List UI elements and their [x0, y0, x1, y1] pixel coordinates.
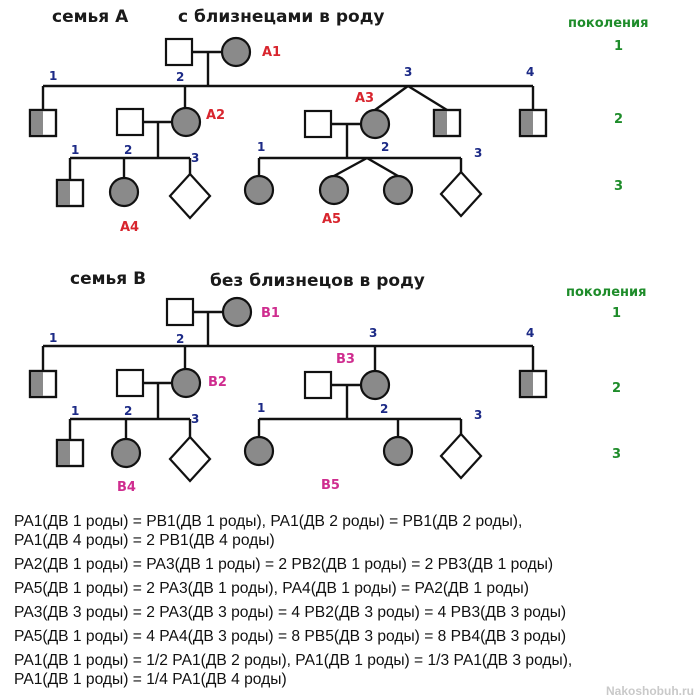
family-b-b3-child-unknown	[439, 432, 483, 480]
family-b-g2-son-4	[518, 369, 548, 399]
family-a-label-a3: А3	[355, 91, 374, 106]
family-b-b2	[170, 367, 202, 399]
formula-line-1: РА1(ДВ 1 роды) = РВ1(ДВ 1 роды), РА1(ДВ …	[14, 513, 523, 530]
formula-line-4: РА5(ДВ 1 роды) = 2 РА3(ДВ 1 роды), РА4(Д…	[14, 580, 529, 597]
family-b-b2-husband	[115, 368, 145, 398]
family-a-a5	[318, 174, 350, 206]
family-a-a2-child-number-1: 1	[71, 143, 79, 157]
family-a-g2-child-number-2: 2	[176, 70, 184, 84]
family-b-g2-child-number-3: 3	[369, 326, 377, 340]
family-a-a3-drop-2b	[366, 156, 399, 178]
family-b-b3-child-number-2: 2	[380, 402, 388, 416]
family-b-g2-child-number-2: 2	[176, 332, 184, 346]
formula-line-3: РА2(ДВ 1 роды) = РА3(ДВ 1 роды) = 2 РВ2(…	[14, 556, 554, 573]
formula-line-7: РА1(ДВ 1 роды) = 1/2 РА1(ДВ 2 роды), РА1…	[14, 652, 573, 669]
family-a-a1	[220, 36, 252, 68]
family-b-b3-husband	[303, 370, 333, 400]
family-b-label-b3: В3	[336, 352, 355, 367]
family-b-b3-child-number-3: 3	[474, 408, 482, 422]
family-a-a3-drop-2a	[333, 156, 368, 178]
family-a-g2-child-number-1: 1	[49, 69, 57, 83]
family-b-b4	[110, 437, 142, 469]
family-a-a3-husband	[303, 109, 333, 139]
family-b-label-b5: В5	[321, 478, 340, 493]
family-a-generation-2: 2	[614, 112, 623, 127]
family-b-b3-child-number-1: 1	[257, 401, 265, 415]
family-a-g2-son-4	[518, 108, 548, 138]
family-a-g2-child-number-3: 3	[404, 65, 412, 79]
family-a-g2-son-1	[28, 108, 58, 138]
family-a-subtitle: с близнецами в роду	[178, 7, 385, 27]
family-a-a2-child-number-3: 3	[191, 151, 199, 165]
family-b-subtitle: без близнецов в роду	[210, 271, 425, 291]
family-b-g2-son-1	[28, 369, 58, 399]
family-a-a3-child-number-2: 2	[381, 140, 389, 154]
family-a-a3-daughter-1	[243, 174, 275, 206]
family-b-b2-son	[55, 438, 85, 468]
family-a-label-a5: А5	[322, 212, 341, 227]
family-b-b2-child-number-2: 2	[124, 404, 132, 418]
family-a-a3	[359, 108, 391, 140]
family-b-generation-2: 2	[612, 381, 621, 396]
family-b-b2-child-number-1: 1	[71, 404, 79, 418]
family-b-generation-3: 3	[612, 447, 621, 462]
family-a-g2-child-number-4: 4	[526, 65, 534, 79]
family-b-b3-daughter-1	[243, 435, 275, 467]
family-b-b5	[382, 435, 414, 467]
pedigree-diagram: семья А с близнецами в роду поколения 1 …	[28, 7, 648, 495]
family-a-a2-child-unknown	[168, 172, 212, 220]
family-a-g2-drop-3b	[407, 84, 448, 112]
family-b-label-b2: В2	[208, 375, 227, 390]
family-b-label-b1: В1	[261, 306, 280, 321]
family-a-a3-child-number-3: 3	[474, 146, 482, 160]
family-b-g1-male	[165, 297, 195, 327]
family-a-label-a2: А2	[206, 108, 225, 123]
family-b-label-b4: В4	[117, 480, 136, 495]
family-a-a2-daughter	[108, 176, 140, 208]
family-a-a4	[55, 178, 85, 208]
watermark: Nakoshobuh.ru	[605, 684, 694, 698]
family-a-a3-child-unknown	[439, 170, 483, 218]
family-a-generation-3: 3	[614, 179, 623, 194]
family-b-b2-child-number-3: 3	[191, 412, 199, 426]
formulas-block: РА1(ДВ 1 роды) = РВ1(ДВ 1 роды), РА1(ДВ …	[14, 512, 694, 689]
formula-line-2: РА1(ДВ 4 роды) = 2 РВ1(ДВ 4 роды)	[14, 532, 275, 549]
family-a-a2	[170, 106, 202, 138]
family-b: семья В без близнецов в роду поколения 1…	[28, 269, 646, 495]
family-a: семья А с близнецами в роду поколения 1 …	[28, 7, 648, 235]
formula-line-8: РА1(ДВ 1 роды) = 1/4 РА1(ДВ 4 роды)	[14, 671, 287, 688]
family-a-g1-male	[164, 37, 194, 67]
family-b-b2-child-unknown	[168, 435, 212, 483]
family-b-generation-1: 1	[612, 306, 621, 321]
family-a-a2-child-number-2: 2	[124, 143, 132, 157]
family-b-title: семья В	[70, 269, 146, 289]
family-a-generation-1: 1	[614, 39, 623, 54]
family-b-g2-child-number-4: 4	[526, 326, 534, 340]
family-b-b3	[359, 369, 391, 401]
formula-line-6: РА5(ДВ 1 роды) = 4 РА4(ДВ 3 роды) = 8 РВ…	[14, 628, 567, 645]
family-b-generations-label: поколения	[566, 285, 646, 300]
family-a-g2-son-3	[432, 108, 462, 138]
family-b-b1	[221, 296, 253, 328]
family-b-g2-child-number-1: 1	[49, 331, 57, 345]
family-a-generations-label: поколения	[568, 16, 648, 31]
family-a-a3-child-number-1: 1	[257, 140, 265, 154]
formula-line-5: РА3(ДВ 3 роды) = 2 РА3(ДВ 3 роды) = 4 РВ…	[14, 604, 567, 621]
family-a-a3-twin-daughter	[382, 174, 414, 206]
family-a-a2-husband	[115, 107, 145, 137]
family-a-label-a1: А1	[262, 45, 281, 60]
family-a-title: семья А	[52, 7, 129, 27]
family-a-label-a4: А4	[120, 220, 139, 235]
family-a-g2-drop-3a	[374, 85, 409, 111]
